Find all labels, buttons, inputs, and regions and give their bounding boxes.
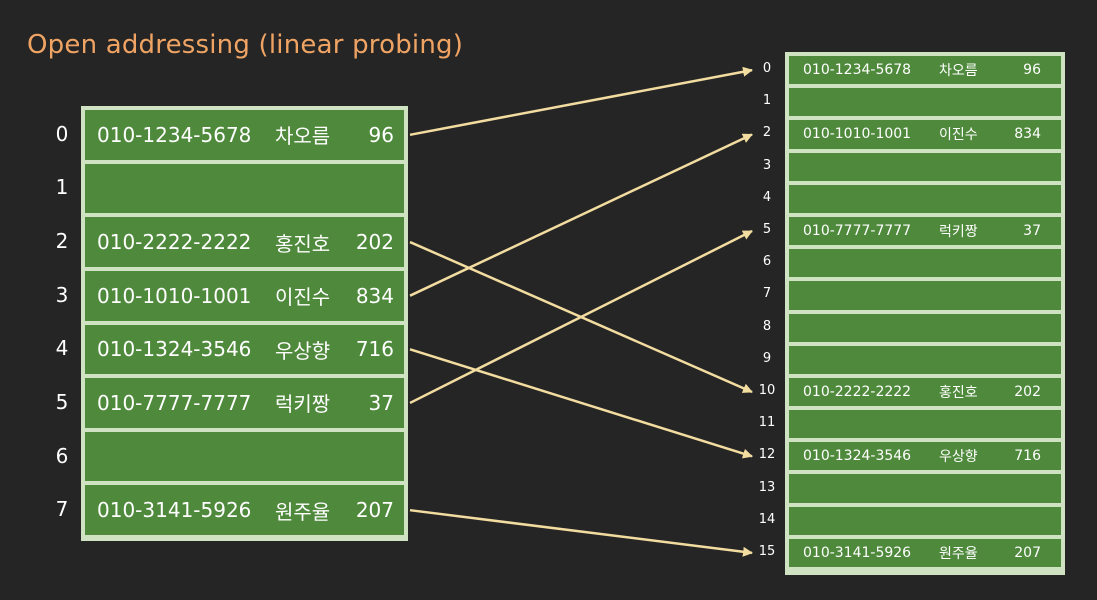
slot-index: 3 [762, 157, 772, 173]
person-name: 차오름 [275, 124, 331, 149]
slot-index: 6 [55, 443, 69, 468]
record-value: 202 [355, 230, 394, 255]
table-row: 010-2222-2222 홍진호 202 [85, 217, 404, 267]
table-row: 010-3141-5926 원주율 207 [85, 485, 404, 535]
mapping-arrow [409, 133, 753, 297]
slot-index: 7 [762, 286, 772, 302]
slot-index: 1 [55, 175, 69, 200]
slot-index: 0 [55, 121, 69, 146]
table-row: 010-1234-5678 차오름 96 [85, 110, 404, 160]
phone-number: 010-1234-5678 [97, 122, 252, 147]
table-row: 010-7777-7777 럭키짱 37 [85, 378, 404, 428]
slot-index: 2 [55, 229, 69, 254]
record-value: 716 [355, 337, 394, 362]
person-name: 홍진호 [939, 384, 978, 401]
slot-index: 11 [758, 415, 776, 431]
record-value: 96 [1023, 62, 1041, 79]
phone-number: 010-3141-5926 [97, 498, 252, 523]
table-row: 010-1010-1001 이진수 834 [85, 270, 404, 321]
table-row: 010-1324-3546 우상향 716 [789, 442, 1061, 471]
phone-number: 010-2222-2222 [97, 230, 252, 255]
table-row [789, 345, 1061, 374]
record-value: 37 [368, 390, 394, 415]
person-name: 이진수 [275, 285, 331, 310]
table-row: 010-2222-2222 홍진호 202 [789, 377, 1061, 407]
phone-number: 010-1324-3546 [803, 448, 912, 465]
record-value: 716 [1014, 448, 1041, 465]
table-row: 010-1234-5678 차오름 96 [789, 56, 1061, 85]
table-row [789, 410, 1061, 439]
person-name: 원주율 [939, 545, 978, 562]
slot-index: 4 [55, 336, 69, 361]
mapping-arrow [409, 229, 753, 405]
table-row [85, 431, 404, 482]
phone-number: 010-7777-7777 [803, 223, 912, 240]
slot-index: 14 [758, 511, 776, 527]
mapping-arrow [409, 508, 753, 557]
table-row [789, 249, 1061, 278]
person-name: 럭키짱 [275, 392, 331, 417]
table-row: 010-7777-7777 럭키짱 37 [789, 216, 1061, 246]
table-row [85, 163, 404, 214]
table-row: 010-3141-5926 원주율 207 [789, 538, 1061, 567]
mapping-arrow [409, 348, 753, 459]
person-name: 럭키짱 [939, 224, 978, 241]
slot-index: 0 [762, 61, 772, 77]
mapping-arrow [409, 66, 753, 137]
table-row: 010-1010-1001 이진수 834 [789, 120, 1061, 149]
phone-number: 010-1010-1001 [97, 283, 252, 308]
record-value: 207 [1014, 544, 1041, 561]
slot-index: 7 [55, 497, 69, 522]
person-name: 차오름 [939, 63, 978, 80]
slot-index: 6 [762, 254, 772, 270]
slot-index: 3 [55, 282, 69, 307]
slot-index: 4 [762, 189, 772, 205]
slot-index: 12 [758, 447, 776, 463]
slot-index: 10 [758, 382, 776, 398]
record-value: 37 [1023, 223, 1041, 240]
slot-index: 9 [762, 350, 772, 366]
slot-index: 5 [762, 222, 772, 238]
person-name: 우상향 [939, 449, 978, 466]
record-value: 202 [1014, 383, 1041, 400]
phone-number: 010-1234-5678 [803, 62, 912, 79]
record-value: 834 [355, 283, 394, 308]
slot-index: 13 [758, 479, 776, 495]
slot-index: 15 [758, 543, 776, 559]
record-value: 207 [355, 498, 394, 523]
phone-number: 010-7777-7777 [97, 390, 252, 415]
table-row [789, 506, 1061, 535]
phone-number: 010-3141-5926 [803, 544, 912, 561]
person-name: 홍진호 [275, 231, 331, 256]
slot-index: 5 [55, 389, 69, 414]
diagram-title: Open addressing (linear probing) [27, 30, 464, 60]
person-name: 우상향 [275, 338, 331, 363]
table-row: 010-1324-3546 우상향 716 [85, 324, 404, 375]
slot-index: 8 [762, 318, 772, 334]
table-row [789, 313, 1061, 342]
slot-index: 2 [762, 125, 772, 141]
table-row [789, 184, 1061, 213]
phone-number: 010-2222-2222 [803, 383, 912, 400]
person-name: 원주율 [275, 499, 331, 524]
phone-number: 010-1010-1001 [803, 126, 912, 143]
table-row [789, 152, 1061, 181]
person-name: 이진수 [939, 127, 978, 144]
record-value: 96 [368, 122, 394, 147]
phone-number: 010-1324-3546 [97, 337, 252, 362]
table-row [789, 88, 1061, 117]
table-row [789, 474, 1061, 503]
slot-index: 1 [762, 93, 772, 109]
table-row [789, 281, 1061, 310]
record-value: 834 [1014, 126, 1041, 143]
